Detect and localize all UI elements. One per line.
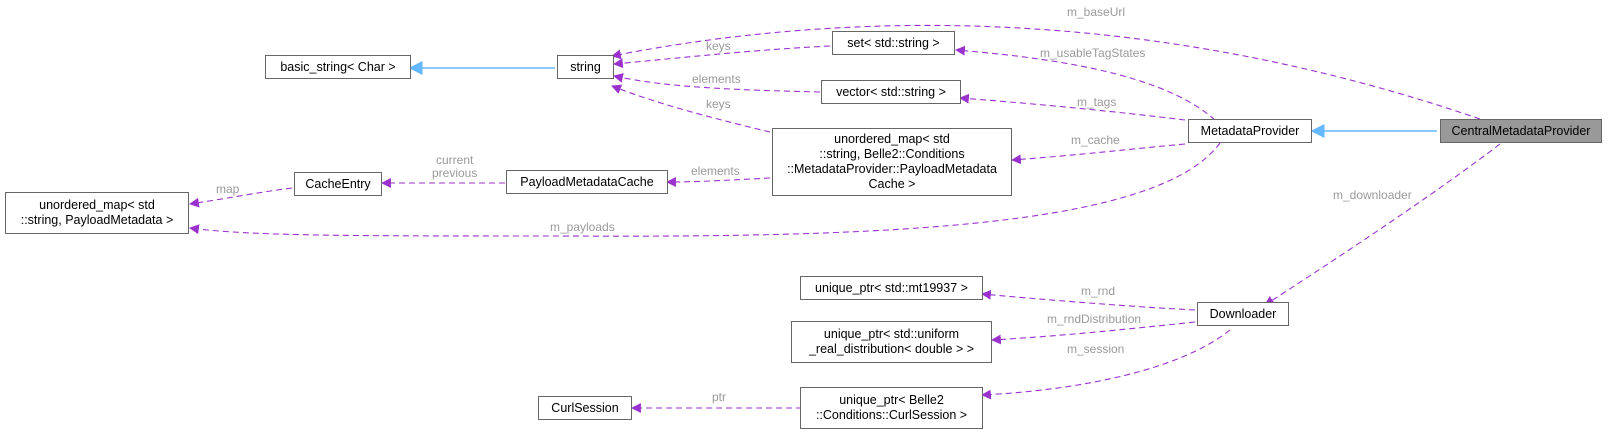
node-string[interactable]: string — [557, 55, 614, 79]
edge-m-tags — [959, 93, 1186, 121]
edge-m-baseUrl — [611, 24, 1481, 120]
node-cache-entry[interactable]: CacheEntry — [294, 172, 382, 196]
node-basic-string[interactable]: basic_string< Char > — [265, 55, 411, 79]
label-m-baseUrl: m_baseUrl — [1067, 5, 1126, 19]
node-unordered-map-cache[interactable]: unordered_map< std ::string, Belle2::Con… — [772, 128, 1012, 196]
label-m-cache: m_cache — [1071, 133, 1120, 147]
label-m-tags: m_tags — [1077, 95, 1117, 109]
label-elements-cache: elements — [691, 164, 740, 178]
edge-m-payloads — [189, 142, 1221, 237]
label-m-payloads: m_payloads — [550, 220, 615, 234]
label-elements-vec: elements — [692, 72, 741, 86]
node-unique-ptr-mt19937[interactable]: unique_ptr< std::mt19937 > — [800, 276, 983, 300]
edge-m-session — [981, 329, 1231, 400]
node-unique-ptr-distribution[interactable]: unique_ptr< std::uniform _real_distribut… — [791, 321, 992, 363]
label-map: map — [216, 182, 240, 196]
label-keys-set: keys — [706, 39, 731, 53]
label-current-previous: current previous — [432, 153, 478, 180]
edge-elements-cache — [666, 177, 771, 187]
label-m-session: m_session — [1067, 342, 1125, 356]
edge-keys-map — [611, 84, 771, 133]
label-m-usableTagStates: m_usableTagStates — [1040, 46, 1146, 60]
label-m-rnd: m_rnd — [1081, 284, 1116, 298]
edge-m-usableTagStates — [955, 45, 1216, 121]
node-curl-session[interactable]: CurlSession — [538, 396, 632, 420]
label-ptr: ptr — [712, 390, 727, 404]
edge-m-downloader — [1264, 143, 1501, 306]
node-payload-metadata-cache[interactable]: PayloadMetadataCache — [506, 170, 668, 194]
edge-map — [189, 187, 293, 208]
label-keys-map: keys — [706, 97, 731, 111]
node-metadata-provider[interactable]: MetadataProvider — [1188, 119, 1312, 143]
node-set-string[interactable]: set< std::string > — [832, 31, 955, 55]
edge-m-rndDistribution — [991, 321, 1196, 345]
edge-keys-set — [613, 45, 831, 69]
edge-elements-vec — [613, 73, 821, 93]
node-unique-ptr-curl-session[interactable]: unique_ptr< Belle2 ::Conditions::CurlSes… — [800, 387, 983, 429]
edge-m-cache — [1011, 143, 1186, 165]
node-unordered-map-payload[interactable]: unordered_map< std ::string, PayloadMeta… — [5, 192, 189, 234]
label-m-rndDistribution: m_rndDistribution — [1047, 312, 1142, 326]
node-central-metadata-provider[interactable]: CentralMetadataProvider — [1440, 119, 1602, 143]
node-vector-string[interactable]: vector< std::string > — [821, 80, 961, 104]
node-downloader[interactable]: Downloader — [1197, 302, 1289, 326]
label-m-downloader: m_downloader — [1333, 188, 1412, 202]
